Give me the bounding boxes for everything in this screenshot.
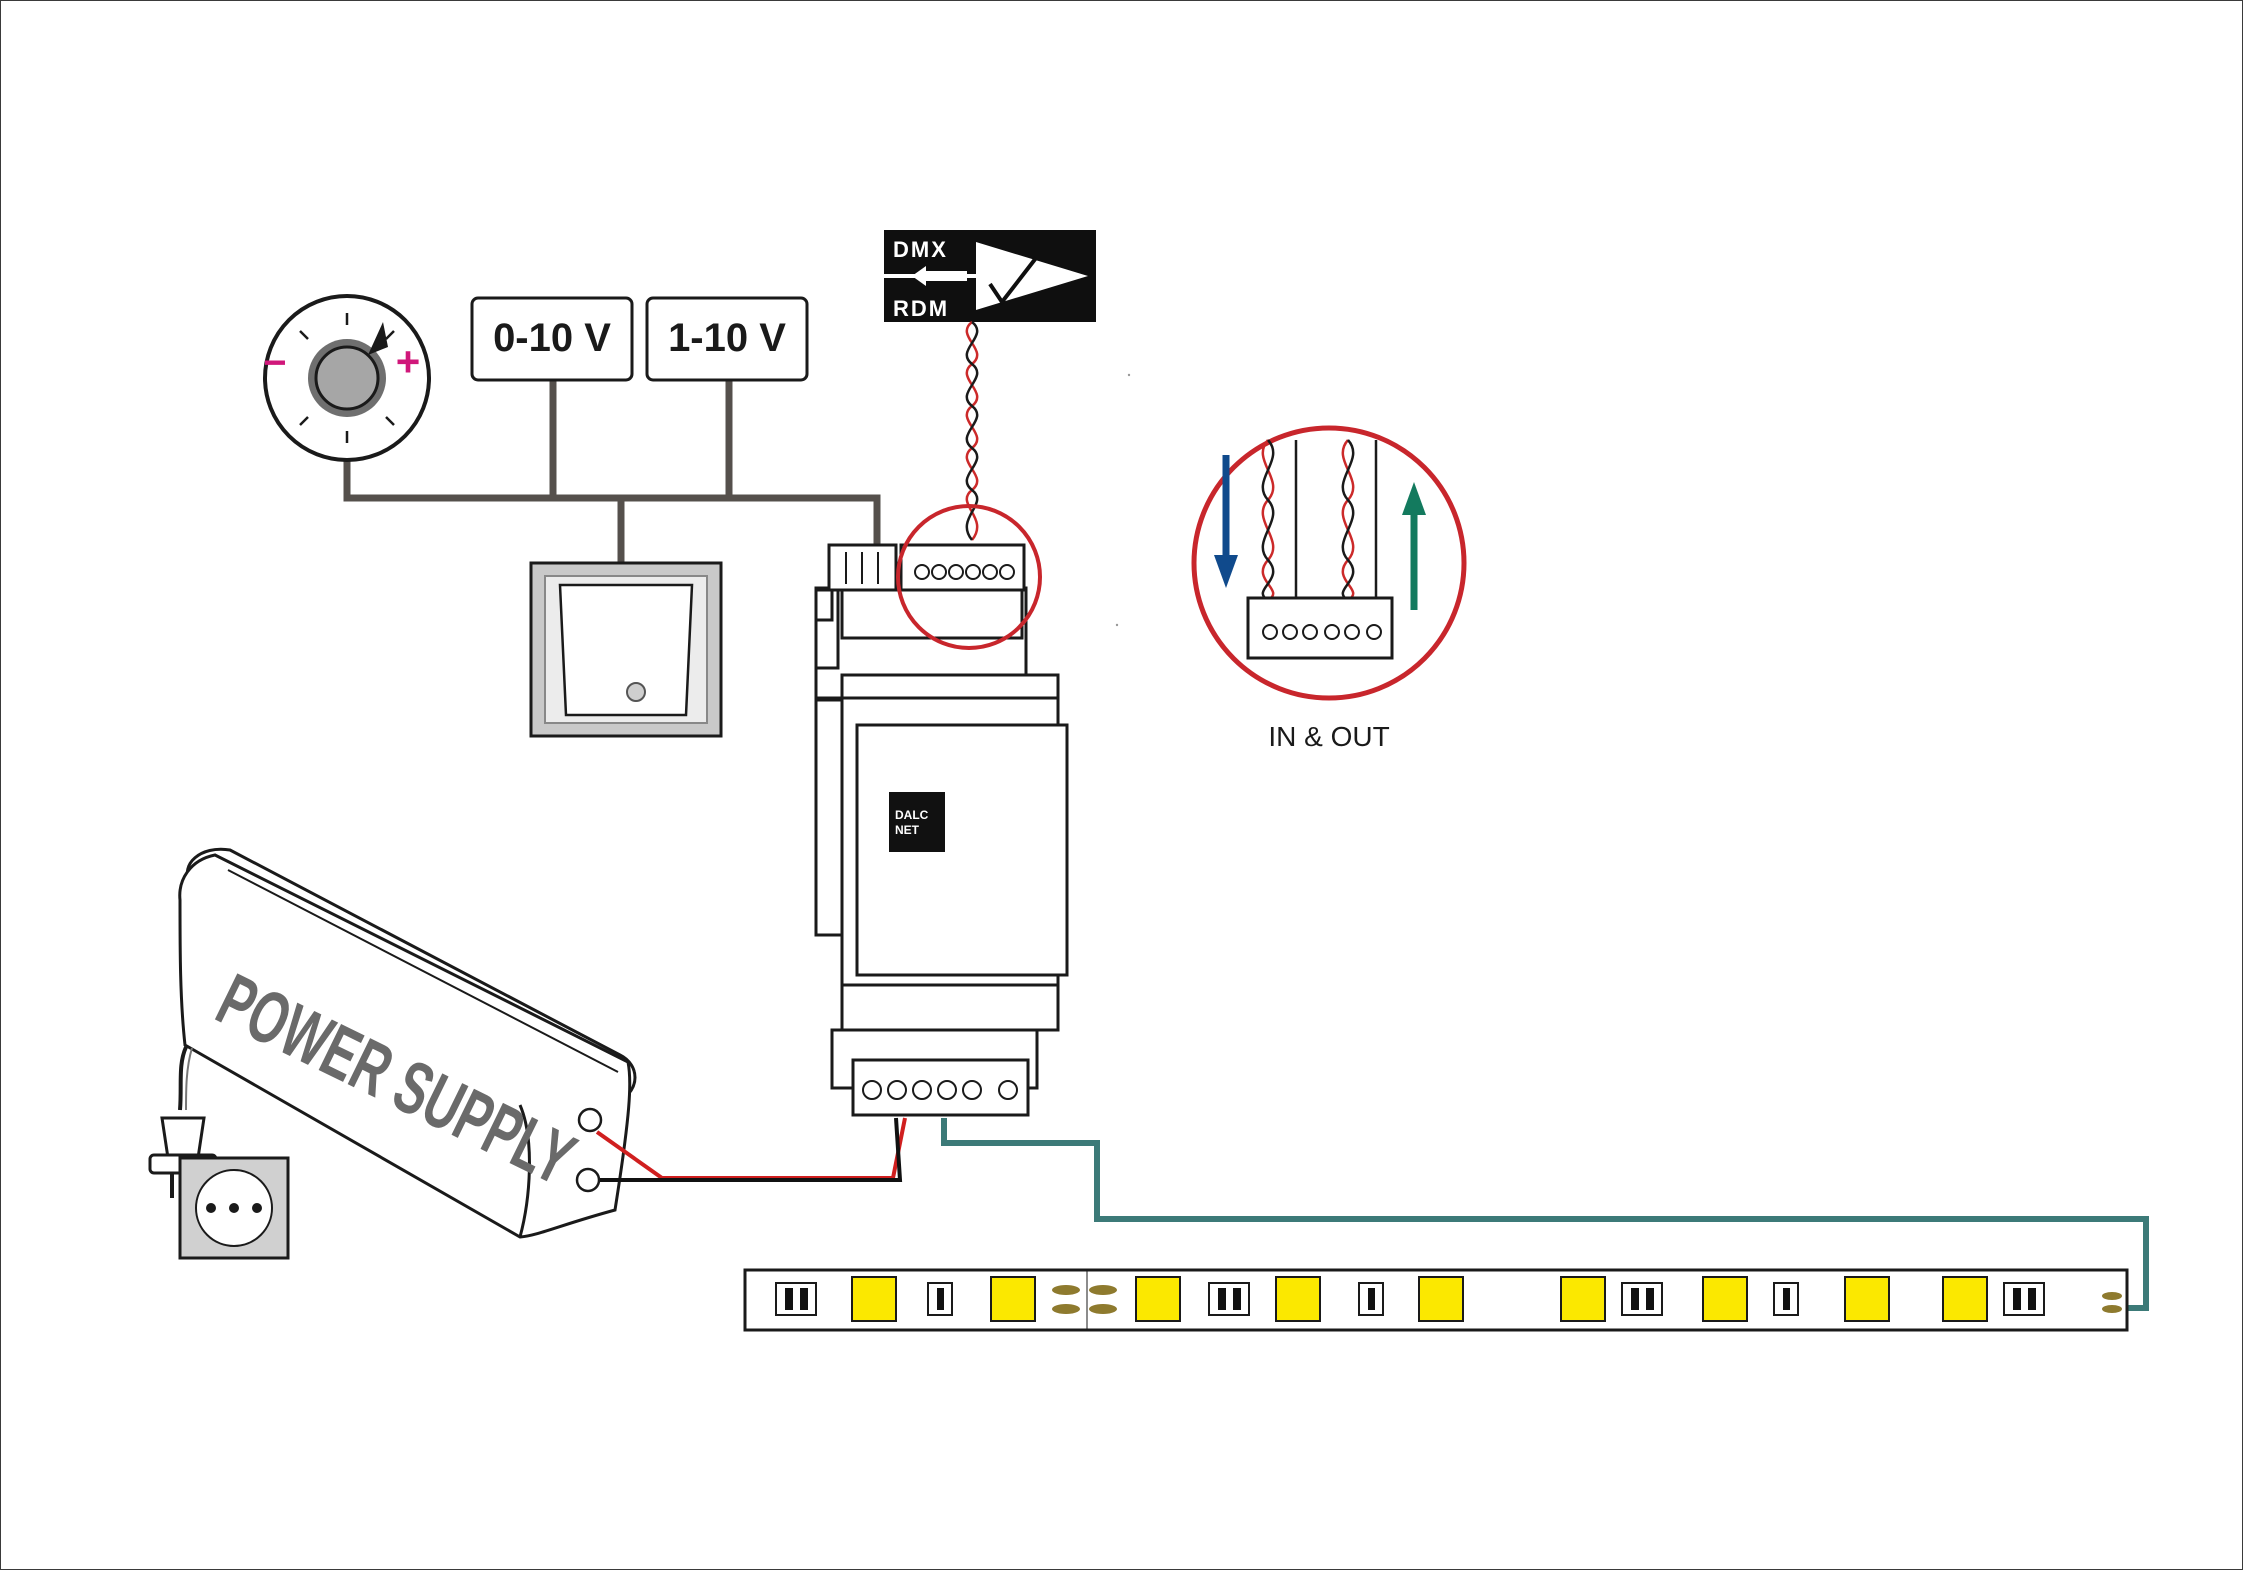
label-0-10v: 0-10 V	[470, 296, 634, 382]
wall-switch-icon	[529, 561, 723, 738]
dmx-cable	[965, 321, 979, 541]
brand-logo: DALC NET	[889, 792, 945, 852]
led-output-wire	[941, 1118, 2149, 1311]
dmx-rdm-icon: DMX RDM	[884, 230, 1096, 322]
control-wiring	[343, 374, 881, 567]
led-strip	[743, 1268, 2129, 1332]
label-1-10v: 1-10 V	[645, 296, 809, 382]
power-supply: POWER SUPPLY	[178, 847, 637, 1239]
socket-icon	[178, 1156, 290, 1260]
in-out-detail: IN & OUT	[1191, 425, 1467, 752]
rdm-label: RDM	[893, 296, 949, 321]
brand-line1: DALC	[895, 808, 929, 822]
power-wires	[595, 1117, 907, 1182]
dmx-label: DMX	[893, 237, 948, 262]
in-out-label: IN & OUT	[1268, 721, 1389, 752]
knob-plus-label: +	[396, 338, 421, 385]
label-0-10v-text: 0-10 V	[493, 316, 611, 360]
terminal-highlight-circle	[896, 504, 1042, 650]
knob-minus-label: −	[263, 341, 286, 385]
potentiometer-knob-icon: − +	[263, 294, 431, 462]
brand-line2: NET	[895, 823, 920, 837]
label-1-10v-text: 1-10 V	[668, 316, 786, 360]
dalcnet-module	[814, 543, 1069, 1117]
